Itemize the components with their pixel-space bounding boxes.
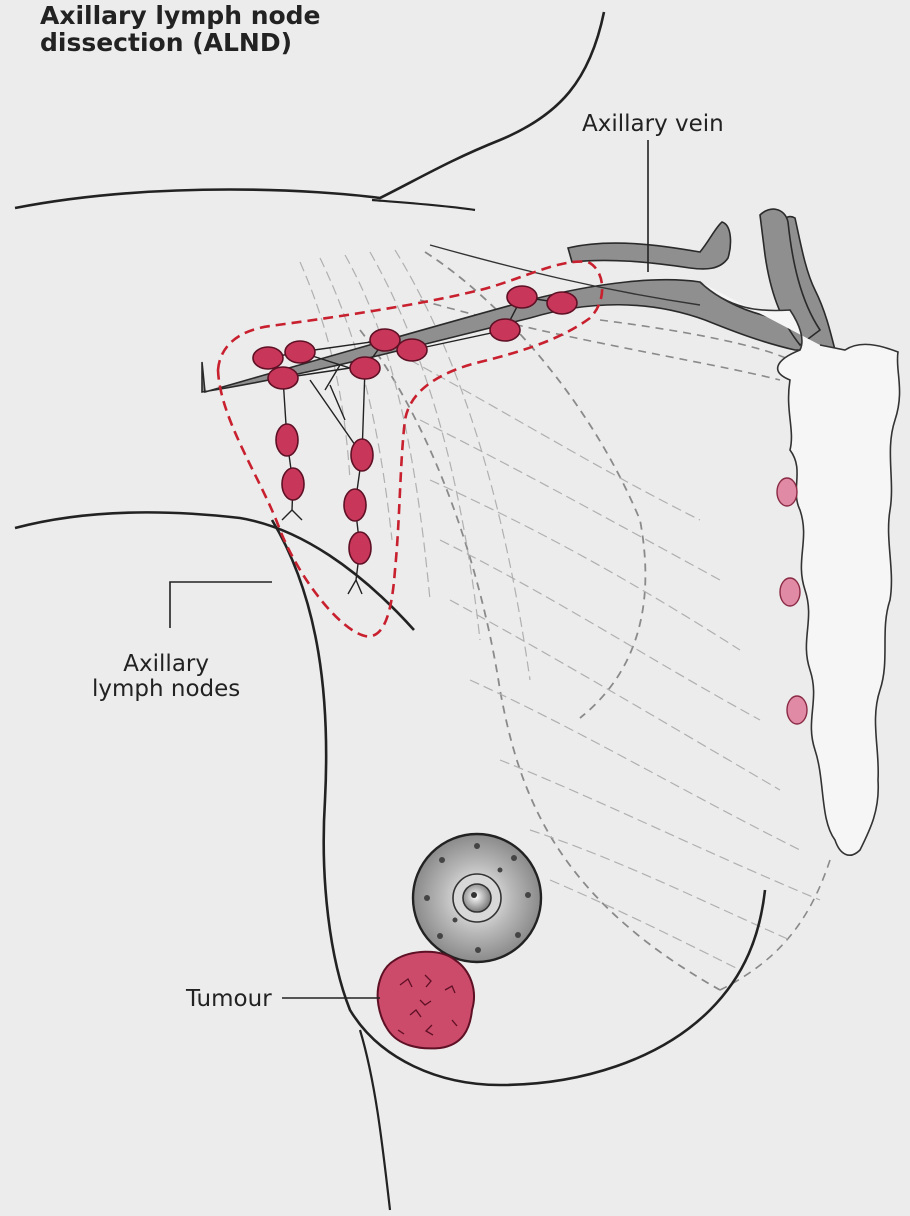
lymph-node <box>344 489 366 521</box>
tumour-mass <box>378 952 474 1049</box>
vein-branch <box>568 222 730 269</box>
lymph-node <box>253 347 283 369</box>
muscle-outline-dashed-5 <box>720 860 830 990</box>
muscle-fibres <box>300 250 820 970</box>
lymph-node <box>351 439 373 471</box>
tumour-label: Tumour <box>186 987 272 1012</box>
torso-line <box>360 1030 390 1210</box>
axillary-lymph-nodes-label: Axillary lymph nodes <box>92 652 240 702</box>
lymph-node <box>397 339 427 361</box>
axillary-nodes <box>253 286 577 564</box>
dissection-boundary <box>218 262 602 637</box>
lymph-node <box>547 292 577 314</box>
lymph-node <box>349 532 371 564</box>
lymph-node <box>370 329 400 351</box>
lymph-node <box>282 468 304 500</box>
axillary-vein-label: Axillary vein <box>582 112 724 137</box>
lymph-node <box>285 341 315 363</box>
nodes-label-leader <box>170 582 272 628</box>
arm-contour <box>15 512 414 630</box>
lymph-node <box>507 286 537 308</box>
lymph-node <box>490 319 520 341</box>
areola <box>413 834 541 962</box>
breast-contour <box>272 520 765 1085</box>
lymph-node <box>268 367 298 389</box>
clavicle-contour <box>372 200 475 210</box>
lymph-node <box>350 357 380 379</box>
internal-mammary-node <box>780 578 800 606</box>
diagram-title: Axillary lymph node dissection (ALND) <box>40 2 321 56</box>
sternum-outline <box>700 282 900 855</box>
internal-mammary-node <box>777 478 797 506</box>
lymph-node <box>276 424 298 456</box>
internal-mammary-node <box>787 696 807 724</box>
